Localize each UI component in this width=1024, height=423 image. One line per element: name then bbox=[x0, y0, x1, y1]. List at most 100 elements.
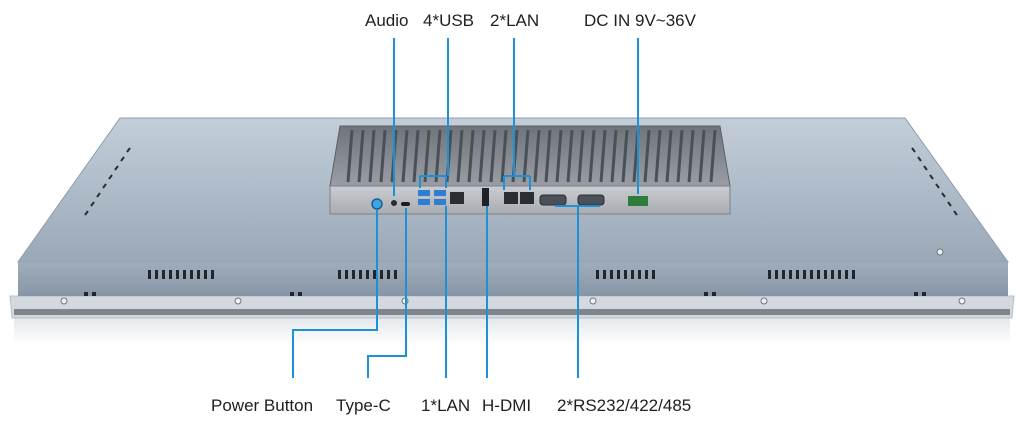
vent-slot bbox=[162, 270, 165, 279]
vent-slot bbox=[768, 270, 771, 279]
label-serial: 2*RS232/422/485 bbox=[557, 396, 691, 415]
vent-slot bbox=[922, 292, 926, 296]
vent-slot bbox=[610, 270, 613, 279]
side-vents-right bbox=[911, 147, 958, 216]
heatsink-fin bbox=[533, 129, 541, 183]
heatsink-fin bbox=[500, 129, 508, 183]
heatsink-fin bbox=[357, 129, 365, 183]
vent-slot bbox=[345, 270, 348, 279]
floor-reflection bbox=[14, 316, 1010, 346]
vent-slot bbox=[176, 270, 179, 279]
heatsink-fin bbox=[566, 129, 574, 183]
heatsink-fin bbox=[698, 129, 706, 183]
vent-slot bbox=[84, 292, 88, 296]
heatsink-fin bbox=[709, 129, 717, 183]
vent-slot bbox=[366, 270, 369, 279]
vent-slot bbox=[197, 270, 200, 279]
heatsink-fin bbox=[544, 129, 552, 183]
heatsink-fin bbox=[676, 129, 684, 183]
serial-port-icon bbox=[577, 194, 605, 206]
hdmi-port-icon bbox=[482, 188, 489, 206]
vent-slot bbox=[704, 292, 708, 296]
heatsink-fin bbox=[555, 129, 563, 183]
power-button-icon bbox=[371, 198, 383, 210]
vent-slot bbox=[380, 270, 383, 279]
vent-slot bbox=[638, 270, 641, 279]
bezel-dark-strip bbox=[14, 309, 1010, 315]
heatsink-fin bbox=[434, 129, 442, 183]
type-c-port-icon bbox=[401, 202, 410, 206]
label-dc-in: DC IN 9V~36V bbox=[584, 11, 697, 30]
vent-slot bbox=[155, 270, 158, 279]
side-vents-left bbox=[84, 147, 131, 216]
vent-slot bbox=[712, 292, 716, 296]
vent-slot bbox=[824, 270, 827, 279]
vent-slot bbox=[831, 270, 834, 279]
vent-slot bbox=[359, 270, 362, 279]
front-vents bbox=[84, 270, 926, 296]
lan-port-icon bbox=[504, 192, 518, 204]
panel-front-face bbox=[18, 262, 1008, 296]
vent-slot bbox=[845, 270, 848, 279]
vent-slot bbox=[789, 270, 792, 279]
label-usb: 4*USB bbox=[423, 11, 474, 30]
heatsink-fin bbox=[654, 129, 662, 183]
heatsink-fin bbox=[610, 129, 618, 183]
label-power-button: Power Button bbox=[211, 396, 313, 415]
heatsink-fin bbox=[522, 129, 530, 183]
heatsink-fin bbox=[401, 129, 409, 183]
usb-port-icon bbox=[418, 190, 430, 196]
vent-slot bbox=[803, 270, 806, 279]
heatsink-fin bbox=[346, 129, 354, 183]
heatsink-fin bbox=[588, 129, 596, 183]
vent-slot bbox=[352, 270, 355, 279]
vent-slot bbox=[603, 270, 606, 279]
vent-slot bbox=[148, 270, 151, 279]
audio-jack-icon bbox=[391, 200, 397, 206]
heatsink-fin bbox=[599, 129, 607, 183]
lan-port-icon bbox=[520, 192, 534, 204]
heatsink-fin bbox=[478, 129, 486, 183]
heatsink-fin bbox=[412, 129, 420, 183]
vent-slot bbox=[617, 270, 620, 279]
vent-slot bbox=[838, 270, 841, 279]
vent-slot bbox=[796, 270, 799, 279]
vent-slot bbox=[211, 270, 214, 279]
callout-lines bbox=[292, 38, 639, 378]
vent-slot bbox=[169, 270, 172, 279]
lan-port-icon bbox=[450, 192, 464, 204]
vent-slot bbox=[373, 270, 376, 279]
vent-slot bbox=[645, 270, 648, 279]
vent-slot bbox=[852, 270, 855, 279]
usb-port-icon bbox=[434, 199, 446, 205]
vent-slot bbox=[652, 270, 655, 279]
heatsink-fin bbox=[368, 129, 376, 183]
label-lan-2: 2*LAN bbox=[490, 11, 539, 30]
label-lan-1: 1*LAN bbox=[421, 396, 470, 415]
heatsink-fin bbox=[577, 129, 585, 183]
serial-port-icon bbox=[539, 194, 567, 206]
heatsink-fin bbox=[665, 129, 673, 183]
heatsink-fin bbox=[379, 129, 387, 183]
vent-slot bbox=[782, 270, 785, 279]
label-hdmi: H-DMI bbox=[482, 396, 531, 415]
vent-slot bbox=[914, 292, 918, 296]
vent-slot bbox=[817, 270, 820, 279]
vent-slot bbox=[775, 270, 778, 279]
heatsink-fin bbox=[643, 129, 651, 183]
io-ports bbox=[371, 188, 648, 210]
heatsink-fin bbox=[621, 129, 629, 183]
vent-slot bbox=[183, 270, 186, 279]
usb-port-icon bbox=[434, 190, 446, 196]
vent-slot bbox=[387, 270, 390, 279]
vent-slot bbox=[810, 270, 813, 279]
heatsink-fin bbox=[687, 129, 695, 183]
label-audio: Audio bbox=[365, 11, 408, 30]
vent-slot bbox=[394, 270, 397, 279]
usb-port-icon bbox=[418, 199, 430, 205]
vent-slot bbox=[290, 292, 294, 296]
heatsink-fin bbox=[456, 129, 464, 183]
vent-slot bbox=[298, 292, 302, 296]
vent-slot bbox=[204, 270, 207, 279]
